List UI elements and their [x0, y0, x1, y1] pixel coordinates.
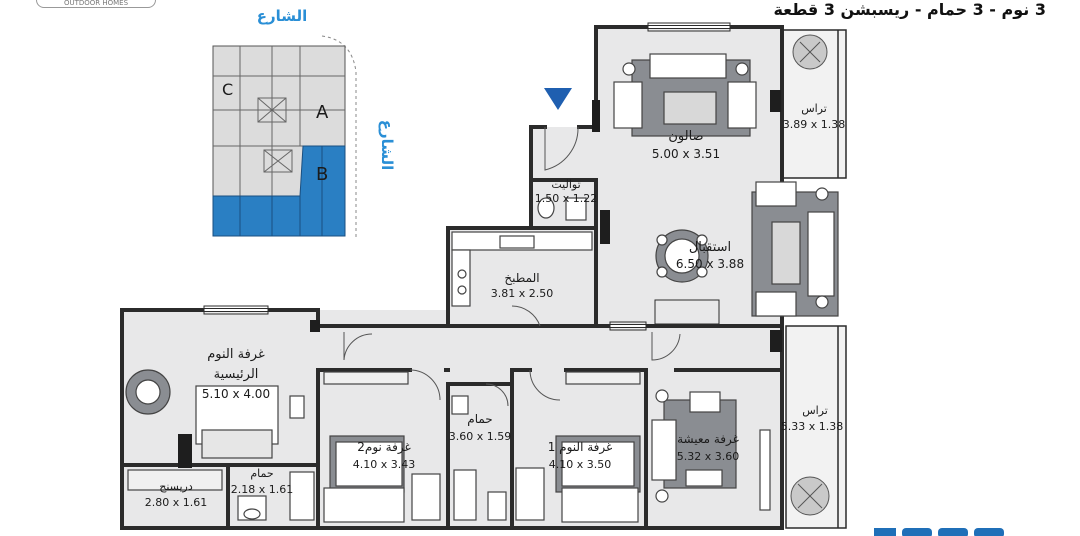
building-b-label: B — [316, 164, 328, 185]
room-reception-name: استقبال — [689, 240, 731, 255]
room-bedroom2-dims: 4.10 x 3.43 — [353, 458, 416, 471]
street-label-top: الشارع — [257, 7, 308, 25]
room-kitchen-dims: 3.81 x 2.50 — [491, 287, 554, 300]
room-master-name: غرفة النوم — [207, 347, 265, 362]
room-terrace-bottom-name: تراس — [802, 404, 828, 417]
furniture — [125, 53, 839, 523]
room-master-name-2: الرئيسية — [214, 367, 259, 382]
room-master-dims: 5.10 x 4.00 — [202, 387, 270, 401]
terraces — [781, 29, 847, 529]
room-bath-master-dims: 2.18 x 1.61 — [231, 483, 294, 496]
room-dressing-dims: 2.80 x 1.61 — [145, 496, 208, 509]
room-bedroom2-name: غرفة نوم2 — [357, 440, 411, 455]
room-bedroom1-name: غرفة النوم 1 — [548, 440, 613, 455]
windows — [204, 26, 730, 327]
room-toilet-name: تواليت — [551, 178, 580, 191]
street-label-right: الشارع — [378, 120, 396, 171]
brand-logo-fragment — [874, 528, 1004, 536]
site-plan: C A B الشارع الشارع — [212, 7, 396, 238]
room-salon-dims: 5.00 x 3.51 — [652, 147, 720, 161]
wall-posts — [178, 90, 782, 468]
room-living-dims: 5.32 x 3.60 — [677, 450, 740, 463]
room-dressing-name: دريسنج — [159, 480, 193, 493]
doors — [343, 126, 681, 407]
room-terrace-top-name: تراس — [801, 102, 827, 115]
room-terrace-top-dims: 3.89 x 1.38 — [783, 118, 846, 131]
room-bedroom1-dims: 4.10 x 3.50 — [549, 458, 612, 471]
room-kitchen-name: المطبخ — [504, 271, 539, 285]
building-c-label: C — [222, 80, 233, 99]
room-bath-mid-name: حمام — [467, 412, 492, 426]
building-a-label: A — [316, 102, 329, 123]
room-terrace-bottom-dims: 5.33 x 1.38 — [781, 420, 844, 433]
room-salon-name: صالون — [668, 129, 703, 144]
room-toilet-dims: 1.50 x 1.22 — [535, 192, 598, 205]
room-bath-mid-dims: 3.60 x 1.59 — [449, 430, 512, 443]
entrance-arrow-icon — [544, 88, 572, 110]
room-living-name: غرفة معيشة — [677, 432, 739, 447]
unit-title: 3 نوم - 3 حمام - ريسبشن 3 قطعة — [773, 0, 1046, 19]
room-reception-dims: 6.50 x 3.88 — [676, 257, 744, 271]
room-bath-master-name: حمام — [250, 467, 273, 480]
